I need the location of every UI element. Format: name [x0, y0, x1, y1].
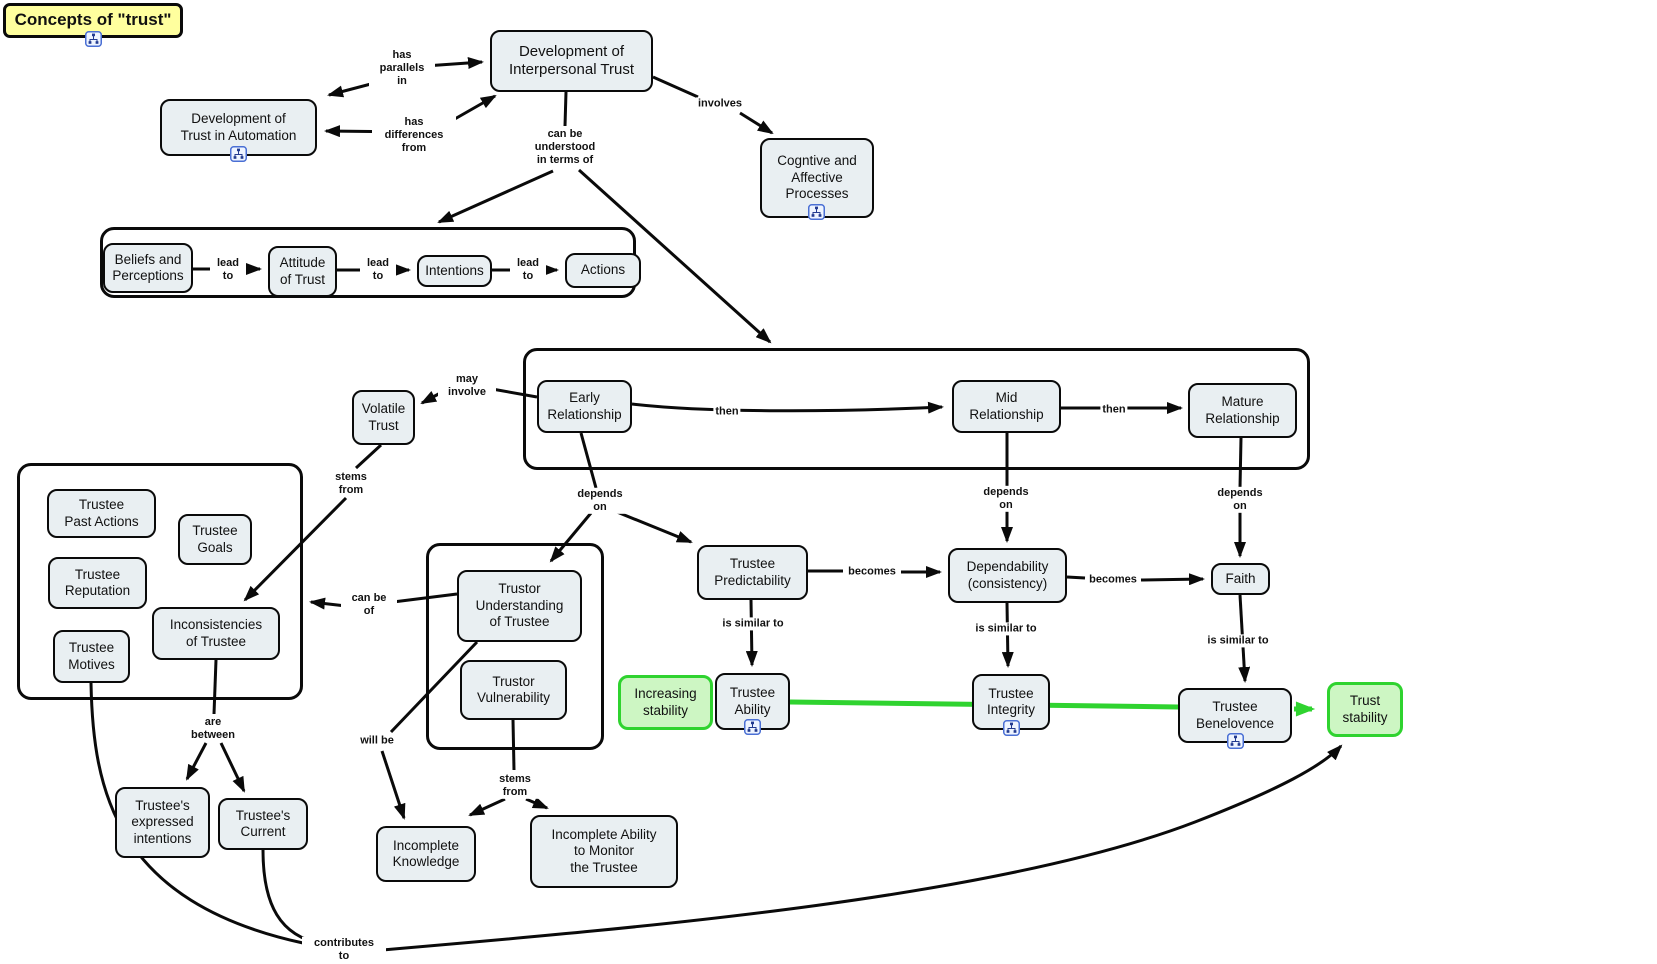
submap-icon[interactable]	[808, 204, 825, 220]
node-trustee-predictability[interactable]: Trustee Predictability	[697, 545, 808, 600]
link-lead-to-3[interactable]: lead to	[510, 256, 546, 284]
node-increasing-stability[interactable]: Increasing stability	[618, 675, 713, 730]
container-relationship-stages[interactable]	[523, 348, 1310, 470]
node-actions[interactable]: Actions	[565, 253, 641, 288]
node-volatile-trust[interactable]: Volatile Trust	[352, 390, 415, 445]
node-development-of-trust-in-automation[interactable]: Development of Trust in Automation	[160, 99, 317, 156]
node-trustor-vulnerability[interactable]: Trustor Vulnerability	[460, 660, 567, 720]
link-lead-to-1[interactable]: lead to	[210, 256, 246, 284]
link-depends-on-2[interactable]: depends on	[975, 485, 1037, 513]
link-becomes-2[interactable]: becomes	[1087, 573, 1139, 587]
node-inconsistencies-of-trustee[interactable]: Inconsistencies of Trustee	[152, 607, 280, 660]
link-contributes-to[interactable]: contributes to	[302, 936, 386, 964]
link-is-similar-to-3[interactable]: is similar to	[1205, 634, 1271, 648]
link-can-be-of[interactable]: can be of	[341, 591, 397, 619]
node-trustee-reputation[interactable]: Trustee Reputation	[48, 557, 147, 609]
node-trustee-motives[interactable]: Trustee Motives	[53, 630, 130, 683]
submap-icon[interactable]	[1003, 720, 1020, 736]
node-trustee-past-actions[interactable]: Trustee Past Actions	[47, 489, 156, 538]
node-trustee-ability[interactable]: Trustee Ability	[715, 673, 790, 730]
link-involves[interactable]: involves	[695, 97, 745, 111]
container-trustee-attributes[interactable]	[17, 463, 303, 700]
node-trust-stability[interactable]: Trust stability	[1327, 682, 1403, 737]
link-may-involve[interactable]: may involve	[438, 372, 496, 400]
link-is-similar-to-1[interactable]: is similar to	[720, 617, 786, 631]
node-trustees-current[interactable]: Trustee's Current	[218, 798, 308, 850]
link-has-parallels-in[interactable]: has parallels in	[369, 49, 435, 89]
submap-icon[interactable]	[85, 31, 102, 47]
link-will-be[interactable]: will be	[358, 734, 396, 748]
link-depends-on-3[interactable]: depends on	[1209, 486, 1271, 514]
node-attitude-of-trust[interactable]: Attitude of Trust	[268, 246, 337, 297]
submap-icon[interactable]	[744, 719, 761, 735]
node-trustee-benelovence[interactable]: Trustee Benelovence	[1178, 688, 1292, 743]
link-has-differences-from[interactable]: has differences from	[372, 116, 456, 156]
node-early-relationship[interactable]: Early Relationship	[537, 380, 632, 433]
node-trustees-expressed-intentions[interactable]: Trustee's expressed intentions	[115, 787, 210, 858]
link-is-similar-to-2[interactable]: is similar to	[973, 622, 1039, 636]
link-lead-to-2[interactable]: lead to	[360, 256, 396, 284]
node-incomplete-knowledge[interactable]: Incomplete Knowledge	[376, 826, 476, 882]
link-becomes-1[interactable]: becomes	[846, 565, 898, 579]
node-development-of-interpersonal-trust[interactable]: Development of Interpersonal Trust	[490, 30, 653, 92]
node-dependability-consistency[interactable]: Dependability (consistency)	[948, 548, 1067, 603]
node-intentions[interactable]: Intentions	[417, 255, 492, 287]
submap-icon[interactable]	[1227, 733, 1244, 749]
link-depends-on-1[interactable]: depends on	[569, 487, 631, 515]
submap-icon[interactable]	[230, 146, 247, 162]
link-are-between[interactable]: are between	[183, 715, 243, 743]
node-trustee-goals[interactable]: Trustee Goals	[178, 514, 252, 565]
link-stems-from-1[interactable]: stems from	[325, 470, 377, 498]
link-then-1[interactable]: then	[713, 405, 741, 419]
node-mid-relationship[interactable]: Mid Relationship	[952, 380, 1061, 433]
link-can-be-understood[interactable]: can be understood in terms of	[521, 128, 609, 168]
node-trustor-understanding-of-trustee[interactable]: Trustor Understanding of Trustee	[457, 570, 582, 642]
black-edges	[89, 56, 1343, 952]
node-beliefs-and-perceptions[interactable]: Beliefs and Perceptions	[103, 243, 193, 293]
node-faith[interactable]: Faith	[1211, 563, 1270, 595]
link-then-2[interactable]: then	[1100, 403, 1128, 417]
node-mature-relationship[interactable]: Mature Relationship	[1188, 383, 1297, 438]
node-incomplete-ability-to-monitor[interactable]: Incomplete Ability to Monitor the Truste…	[530, 815, 678, 888]
link-stems-from-2[interactable]: stems from	[489, 772, 541, 800]
